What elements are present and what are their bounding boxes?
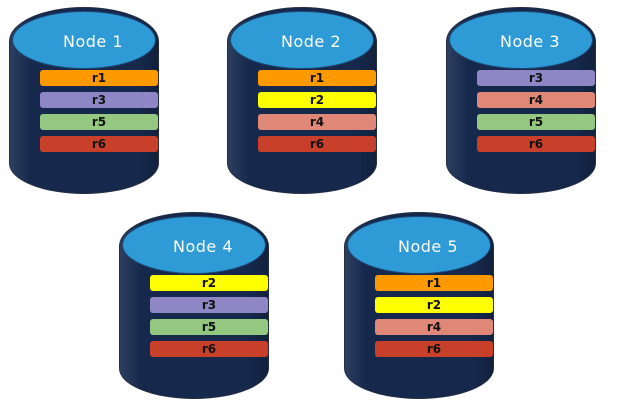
replica-list-node-5: r1 r2 r4 r6 [375, 275, 493, 357]
replica-label: r6 [528, 137, 544, 151]
replica-bar-r1[interactable]: r1 [375, 275, 493, 291]
replica-label: r3 [201, 298, 217, 312]
replica-label: r5 [201, 320, 217, 334]
replica-label: r4 [309, 115, 325, 129]
replica-bar-r1[interactable]: r1 [40, 70, 158, 86]
node-title-node-4: Node 4 [172, 236, 234, 256]
replica-bar-r5[interactable]: r5 [40, 114, 158, 130]
replica-label: r1 [426, 276, 442, 290]
replica-label: r6 [201, 342, 217, 356]
replica-label: r3 [528, 71, 544, 85]
node-title-node-3: Node 3 [499, 31, 561, 51]
replica-label: r1 [309, 71, 325, 85]
replica-label: r6 [426, 342, 442, 356]
node-cylinder-node-1[interactable]: Node 1 r1 r3 r5 r6 [10, 8, 158, 193]
replica-bar-r6[interactable]: r6 [258, 136, 376, 152]
replica-label: r5 [528, 115, 544, 129]
replica-bar-r2[interactable]: r2 [375, 297, 493, 313]
node-title-node-1: Node 1 [62, 31, 124, 51]
replica-bar-r4[interactable]: r4 [258, 114, 376, 130]
replica-bar-r5[interactable]: r5 [477, 114, 595, 130]
replica-bar-r4[interactable]: r4 [375, 319, 493, 335]
node-cylinder-node-5[interactable]: Node 5 r1 r2 r4 r6 [345, 213, 493, 398]
replica-list-node-2: r1 r2 r4 r6 [258, 70, 376, 152]
node-cylinder-node-3[interactable]: Node 3 r3 r4 r5 r6 [447, 8, 595, 193]
replica-bar-r6[interactable]: r6 [150, 341, 268, 357]
node-top-ellipse-node-1: Node 1 [12, 11, 156, 69]
replica-label: r6 [91, 137, 107, 151]
replica-label: r2 [309, 93, 325, 107]
replica-label: r3 [91, 93, 107, 107]
node-cylinder-node-2[interactable]: Node 2 r1 r2 r4 r6 [228, 8, 376, 193]
replica-bar-r1[interactable]: r1 [258, 70, 376, 86]
replica-bar-r6[interactable]: r6 [40, 136, 158, 152]
replica-list-node-3: r3 r4 r5 r6 [477, 70, 595, 152]
replica-bar-r6[interactable]: r6 [375, 341, 493, 357]
node-top-ellipse-node-3: Node 3 [449, 11, 593, 69]
replica-bar-r3[interactable]: r3 [477, 70, 595, 86]
replica-list-node-4: r2 r3 r5 r6 [150, 275, 268, 357]
replica-label: r4 [528, 93, 544, 107]
replica-bar-r2[interactable]: r2 [150, 275, 268, 291]
node-top-ellipse-node-5: Node 5 [347, 216, 491, 274]
node-cylinder-node-4[interactable]: Node 4 r2 r3 r5 r6 [120, 213, 268, 398]
node-top-ellipse-node-2: Node 2 [230, 11, 374, 69]
replica-bar-r6[interactable]: r6 [477, 136, 595, 152]
replica-label: r4 [426, 320, 442, 334]
replica-label: r1 [91, 71, 107, 85]
node-title-node-5: Node 5 [397, 236, 459, 256]
replica-label: r2 [201, 276, 217, 290]
replica-bar-r4[interactable]: r4 [477, 92, 595, 108]
replica-label: r2 [426, 298, 442, 312]
replica-label: r5 [91, 115, 107, 129]
node-title-node-2: Node 2 [280, 31, 342, 51]
replica-list-node-1: r1 r3 r5 r6 [40, 70, 158, 152]
replica-label: r6 [309, 137, 325, 151]
node-top-ellipse-node-4: Node 4 [122, 216, 266, 274]
replica-bar-r2[interactable]: r2 [258, 92, 376, 108]
replica-bar-r3[interactable]: r3 [150, 297, 268, 313]
replica-bar-r5[interactable]: r5 [150, 319, 268, 335]
replica-bar-r3[interactable]: r3 [40, 92, 158, 108]
